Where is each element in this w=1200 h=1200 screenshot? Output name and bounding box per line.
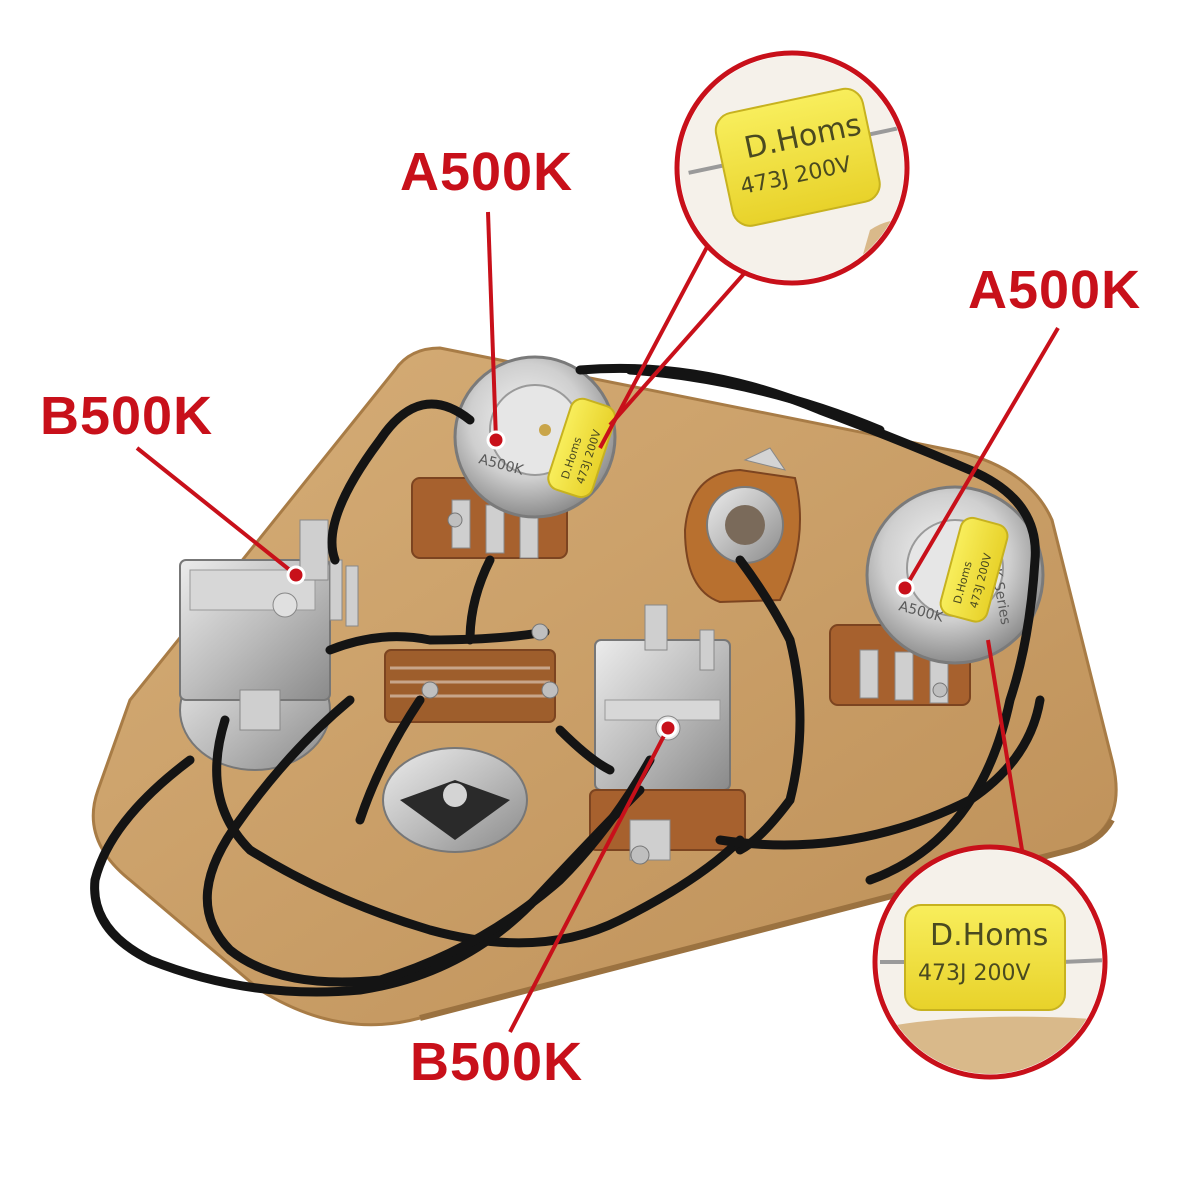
- right-pot-capacitor: D.Homs 473J 200V: [939, 516, 1009, 623]
- output-jack: [683, 447, 801, 604]
- zoom-bottom-rating: 473J 200V: [918, 961, 1031, 986]
- label-right-pot: A500K: [968, 260, 1141, 320]
- callout-dots: [286, 430, 915, 738]
- callout-lines: [135, 211, 1060, 1033]
- three-way-switch: [382, 649, 556, 853]
- wiring-bundle: [90, 363, 1045, 997]
- zoom-bottom-brand: D.Homs: [930, 918, 1048, 953]
- label-bottom-switch: B500K: [410, 1032, 583, 1092]
- solder-joints: [421, 512, 948, 865]
- capacitor-zoom-top: D.Homs 473J 200V: [674, 50, 910, 286]
- capacitor-zoom-bottom: D.Homs 473J 200V: [872, 844, 1108, 1080]
- label-top-pot: A500K: [400, 142, 573, 202]
- label-left-switch: B500K: [40, 386, 213, 446]
